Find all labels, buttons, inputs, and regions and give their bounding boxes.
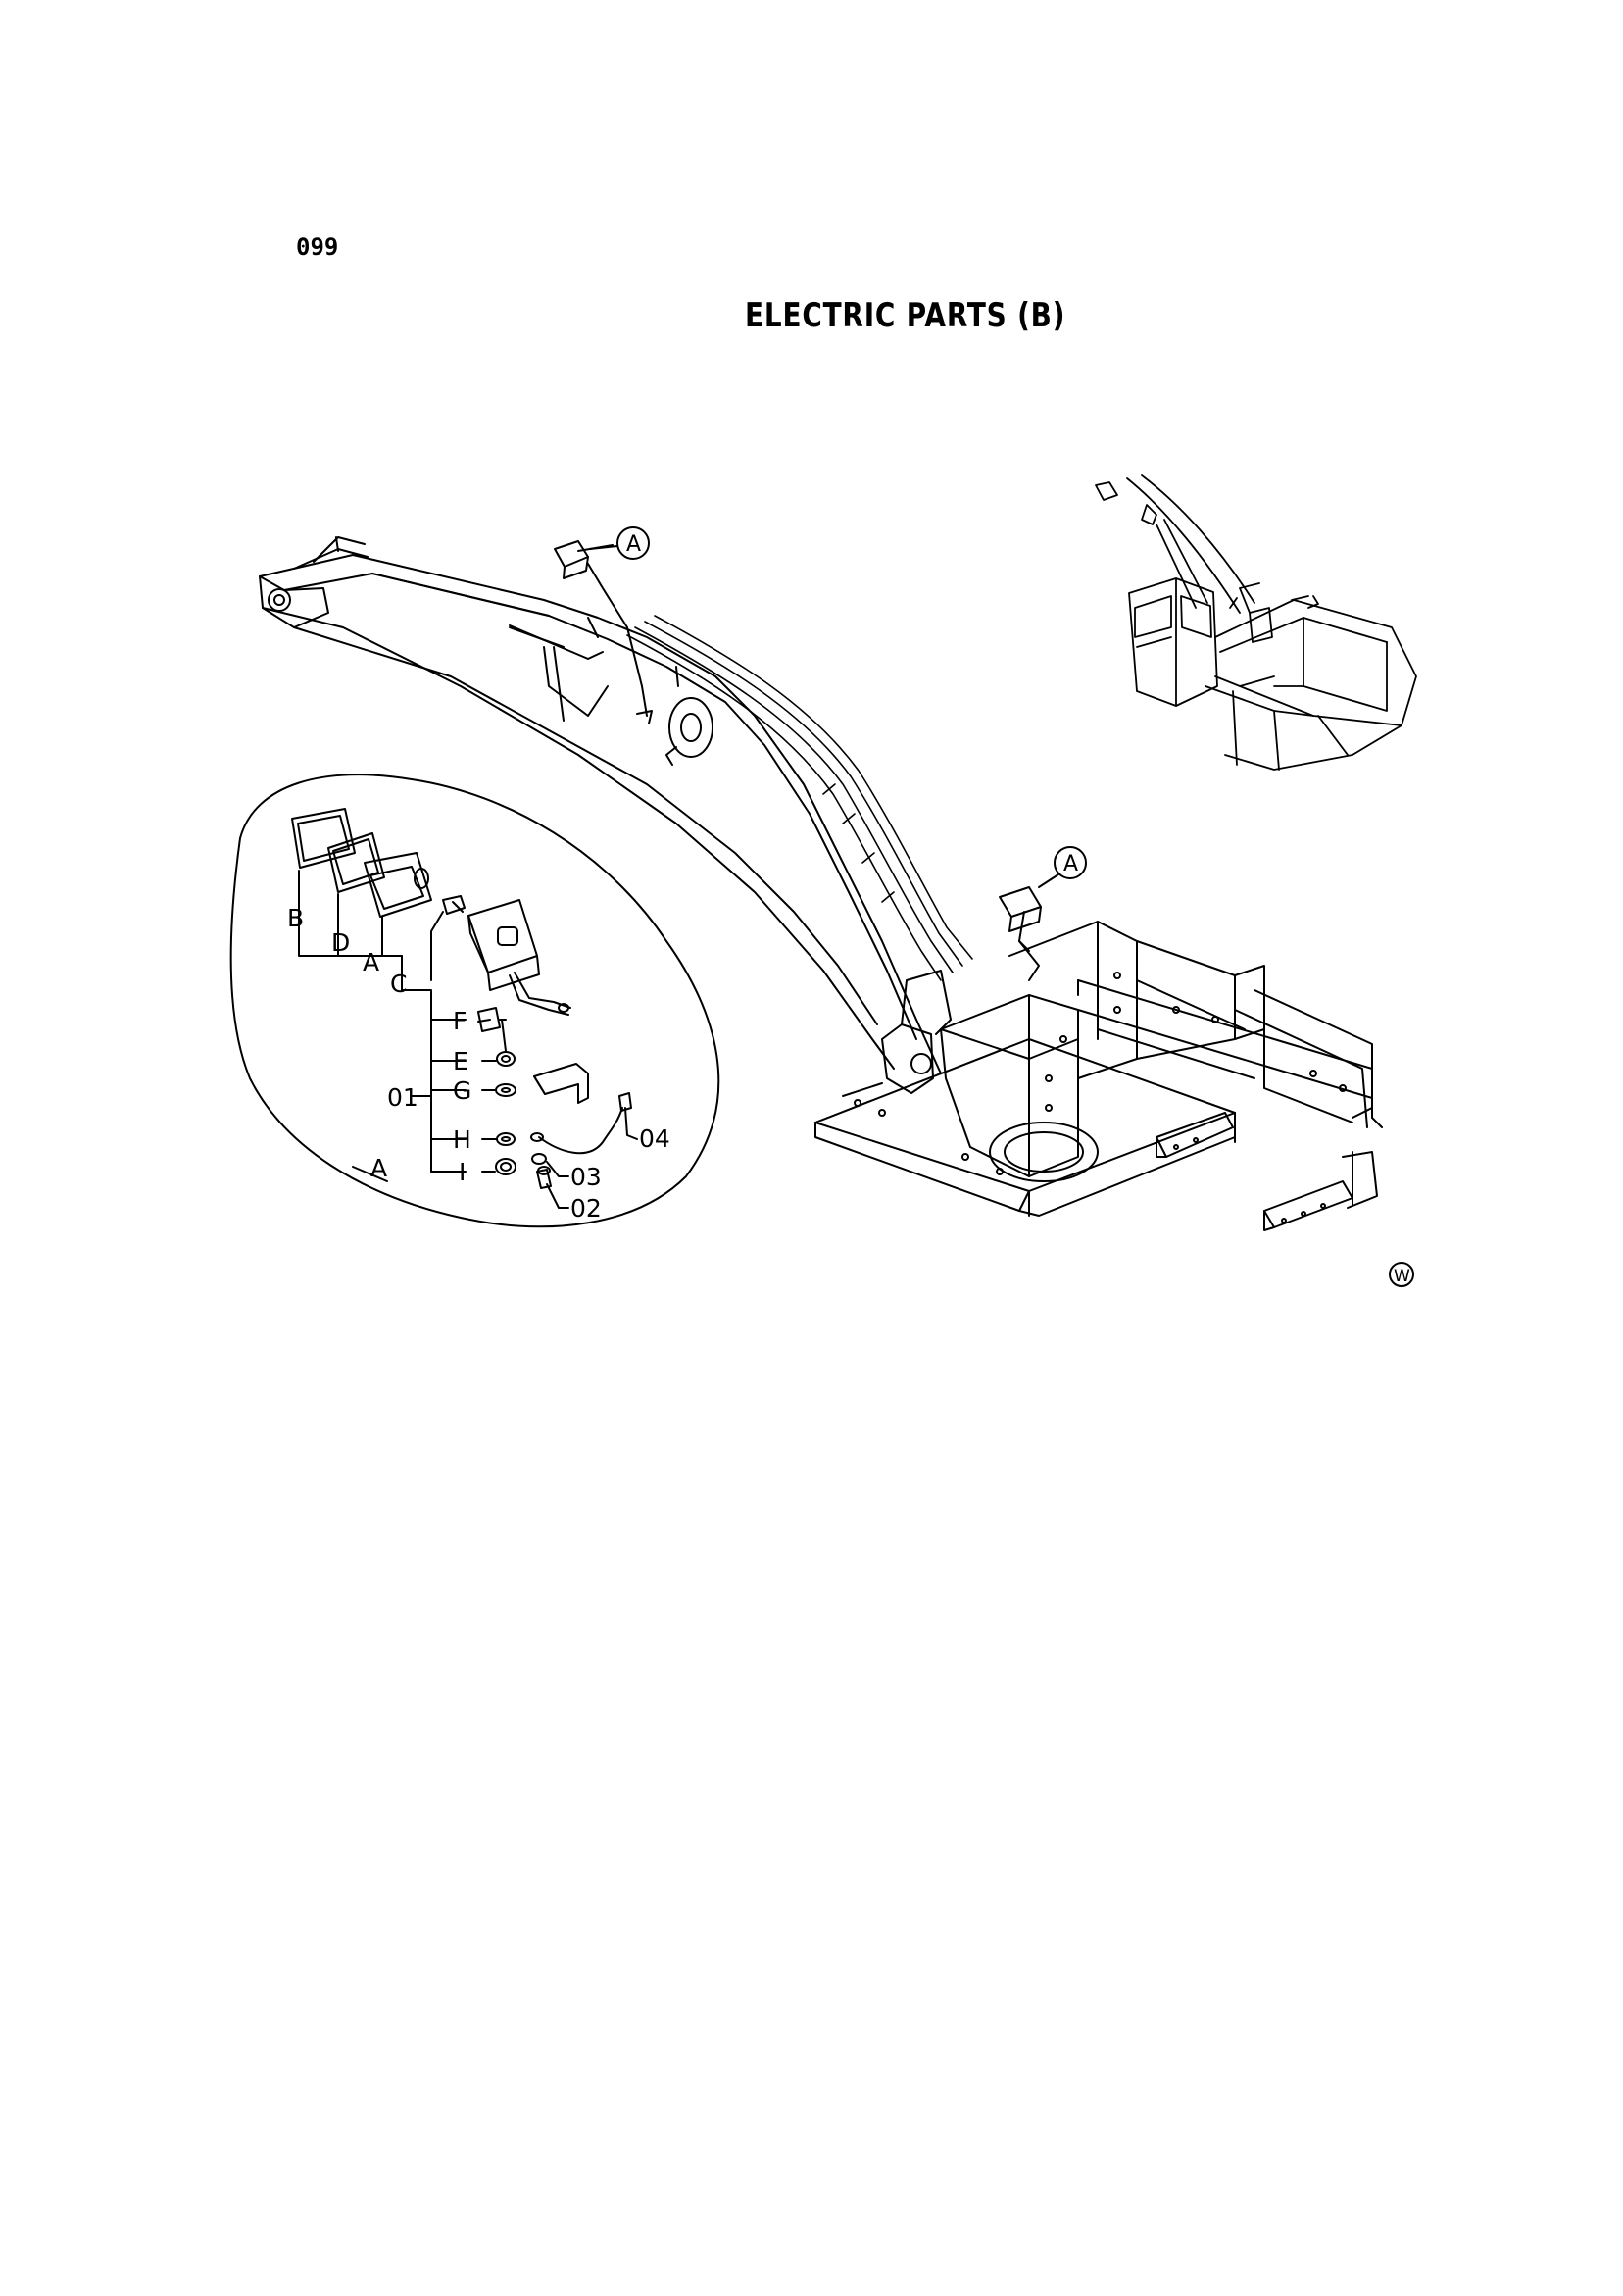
part-label-c: C — [390, 970, 407, 998]
boom-arm — [259, 536, 942, 1074]
boom-work-light — [554, 540, 653, 724]
page-number: 099 — [296, 233, 339, 261]
callout-label-right: A — [1063, 852, 1078, 876]
part-number-03: 03 — [570, 1163, 602, 1191]
w-mark-label: W — [1394, 1267, 1410, 1286]
callout-label-top: A — [626, 532, 641, 557]
callout-circle-top — [616, 526, 650, 560]
boom-foot-pin — [665, 697, 713, 766]
callout-circle-right — [1054, 846, 1087, 879]
frame-work-light — [999, 886, 1042, 981]
part-label-e: E — [453, 1047, 468, 1075]
part-number-04: 04 — [639, 1124, 670, 1153]
assembly-label: 01 — [387, 1083, 418, 1112]
w-mark-circle — [1389, 1262, 1414, 1287]
part-label-a: A — [363, 948, 379, 976]
part-number-02: 02 — [570, 1194, 602, 1223]
boom-hoses — [626, 615, 973, 981]
part-label-h: H — [453, 1125, 471, 1154]
detail-view-a — [229, 774, 720, 1228]
page-title: ELECTRIC PARTS (B) — [745, 296, 1066, 335]
inset-excavator — [1095, 474, 1417, 771]
part-label-g: G — [453, 1076, 471, 1105]
detail-view-label: A — [370, 1154, 387, 1182]
base-frame — [814, 921, 1383, 1231]
part-label-b: B — [287, 904, 304, 932]
part-label-i: I — [459, 1158, 466, 1186]
part-label-f: F — [453, 1007, 467, 1035]
part-label-d: D — [331, 928, 350, 957]
